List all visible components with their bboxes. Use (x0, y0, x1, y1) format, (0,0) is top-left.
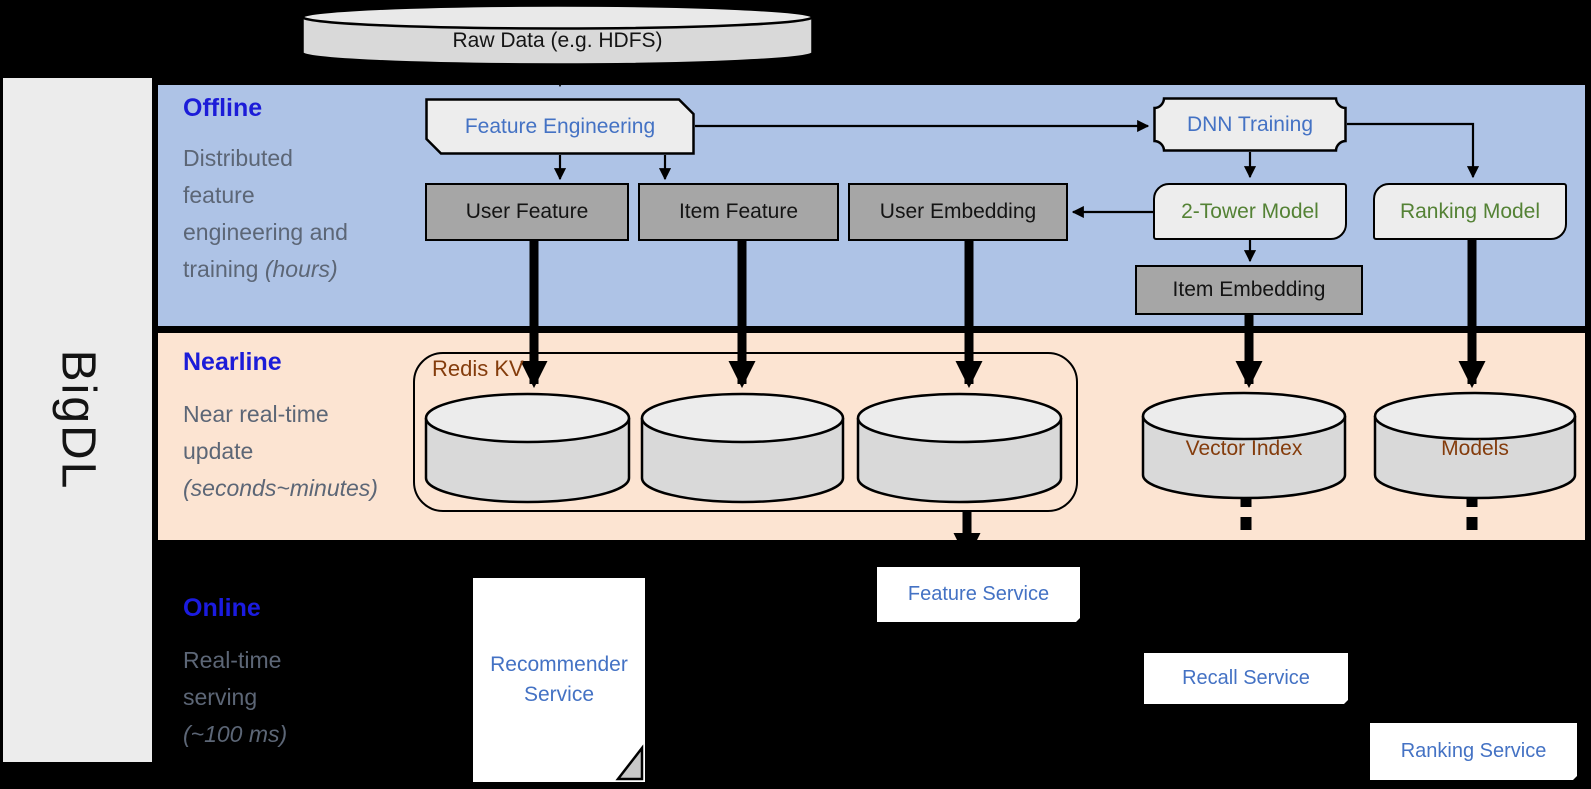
feature-engineering-label: Feature Engineering (464, 114, 656, 138)
models-label: Models (1441, 437, 1509, 461)
card-shape (425, 98, 695, 155)
user-feature-label: User Feature (465, 200, 589, 223)
node-models: Models (1372, 391, 1578, 501)
plaque-shape (1153, 97, 1347, 152)
raw-data-store: Raw Data (e.g. HDFS) (300, 4, 815, 66)
node-feature-service: Feature Service (877, 567, 1083, 626)
node-item-embedding: Item Embedding (1135, 265, 1363, 315)
redis-cylinder-3 (855, 392, 1064, 505)
folded-corner-icon (1569, 773, 1580, 784)
node-recall-service: Recall Service (1144, 653, 1351, 708)
node-ranking-model: Ranking Model (1373, 183, 1567, 240)
cylinder-icon (640, 392, 845, 504)
feature-service-label: Feature Service (907, 583, 1050, 605)
recommender-service-label: Recommender Service (490, 653, 628, 706)
raw-data-label: Raw Data (e.g. HDFS) (452, 29, 663, 52)
online-section-label: Online (183, 594, 261, 622)
folded-corner-icon (615, 744, 644, 781)
folded-corner-icon (1072, 615, 1083, 626)
cylinder-icon (1373, 391, 1577, 500)
online-section-description: Real-time serving (~100 ms) (183, 647, 288, 747)
redis-cylinder-2 (639, 392, 846, 505)
ranking-service-label: Ranking Service (1400, 740, 1547, 762)
redis-kv-label: Redis KV (432, 356, 524, 381)
node-user-embedding: User Embedding (848, 183, 1068, 241)
node-user-feature: User Feature (425, 183, 629, 241)
recall-service-label: Recall Service (1182, 667, 1310, 689)
redis-kv-container (413, 352, 1078, 512)
redis-cylinder-1 (423, 392, 632, 505)
two-tower-model-label: 2-Tower Model (1181, 199, 1319, 223)
dnn-training-label: DNN Training (1186, 112, 1314, 136)
vector-index-label: Vector Index (1185, 437, 1303, 461)
cylinder-icon (424, 392, 631, 504)
folded-corner-icon (1340, 697, 1351, 708)
cylinder-icon (301, 4, 814, 66)
bigdl-sidebar: BigDL (3, 78, 152, 762)
cylinder-icon (1141, 391, 1347, 500)
item-embedding-label: Item Embedding (1172, 278, 1326, 301)
node-two-tower-model: 2-Tower Model (1153, 183, 1347, 240)
ranking-model-label: Ranking Model (1399, 199, 1541, 223)
nearline-section-label: Nearline (183, 348, 282, 376)
cylinder-icon (856, 392, 1063, 504)
node-recommender-service: Recommender Service (473, 578, 645, 782)
item-feature-label: Item Feature (678, 200, 799, 223)
offline-section-description: Distributed feature engineering and trai… (183, 145, 348, 282)
node-ranking-service: Ranking Service (1370, 723, 1580, 784)
user-embedding-label: User Embedding (879, 200, 1037, 223)
node-dnn-training: DNN Training (1153, 97, 1347, 152)
node-item-feature: Item Feature (638, 183, 839, 241)
offline-section-label: Offline (183, 94, 263, 122)
nearline-section-description: Near real-time update (seconds~minutes) (183, 401, 378, 501)
node-feature-engineering: Feature Engineering (425, 98, 695, 155)
node-vector-index: Vector Index (1140, 391, 1348, 501)
bigdl-brand-label: BigDL (51, 349, 104, 491)
